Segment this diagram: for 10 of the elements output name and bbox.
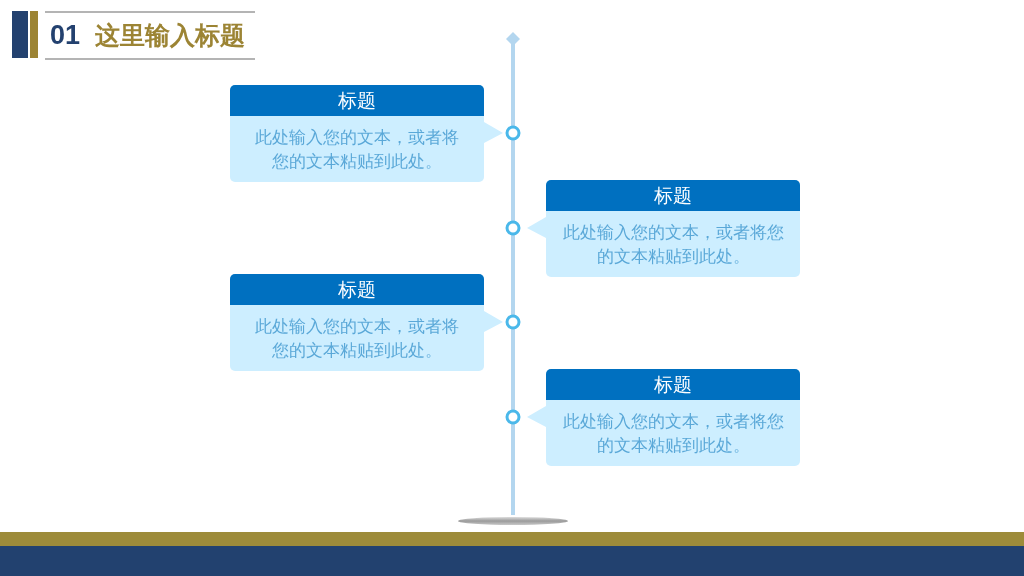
card-text: 此处输入您的文本，或者将您的文本粘贴到此处。 bbox=[561, 221, 785, 268]
card-text: 此处输入您的文本，或者将您的文本粘贴到此处。 bbox=[254, 126, 460, 173]
card-title: 标题 bbox=[230, 274, 484, 305]
card-text: 此处输入您的文本，或者将您的文本粘贴到此处。 bbox=[561, 410, 785, 457]
section-number: 01 bbox=[50, 19, 81, 51]
card-title: 标题 bbox=[230, 85, 484, 116]
card-text: 此处输入您的文本，或者将您的文本粘贴到此处。 bbox=[254, 315, 460, 362]
card-title: 标题 bbox=[546, 369, 800, 400]
slide-title: 这里输入标题 bbox=[95, 20, 245, 52]
card-title: 标题 bbox=[546, 180, 800, 211]
